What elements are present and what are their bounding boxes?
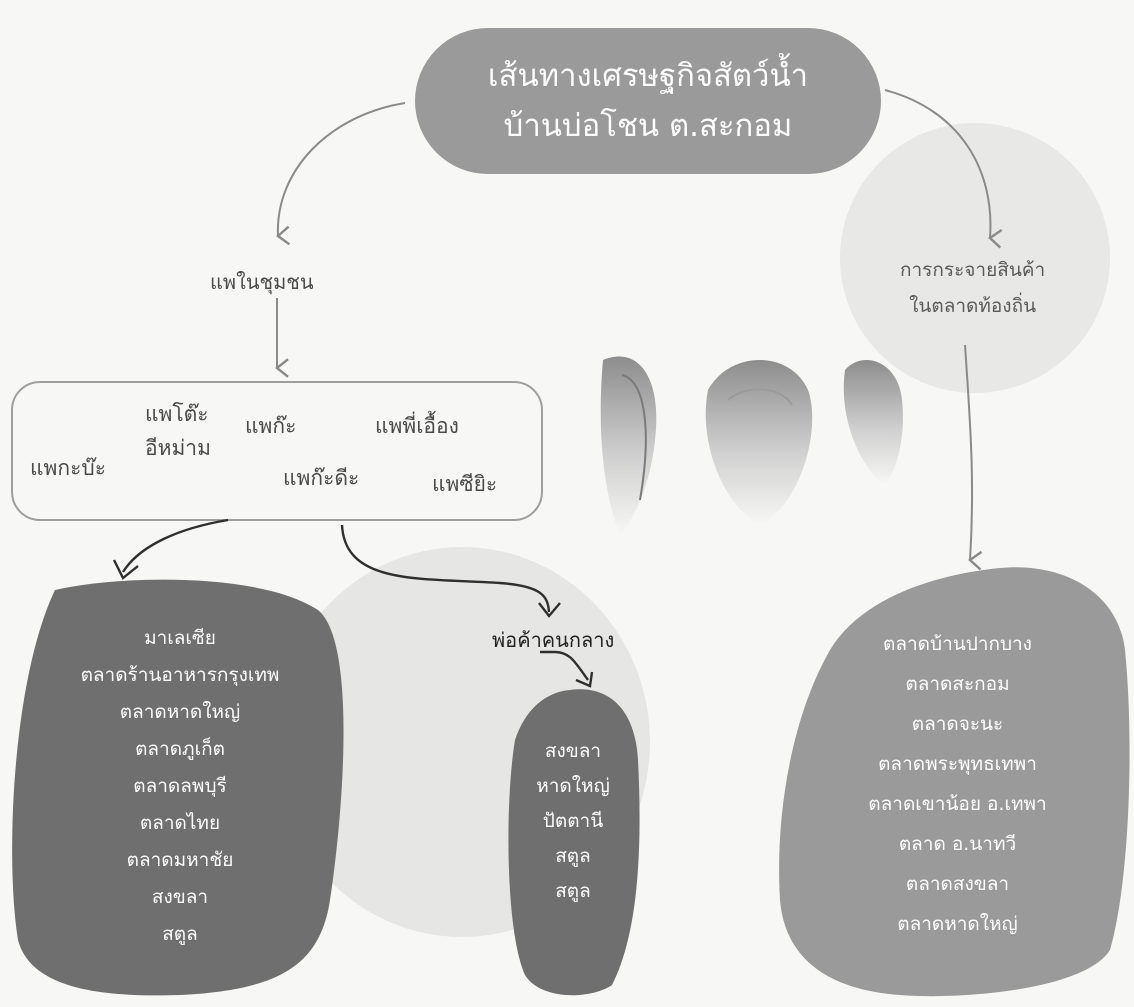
local-markets-list: ตลาดบ้านปากบาง ตลาดสะกอม ตลาดจะนะ ตลาดพร… xyxy=(800,624,1115,944)
bg-circle-right xyxy=(840,123,1110,393)
direct-markets-list: มาเลเซีย ตลาดร้านอาหารกรุงเทพ ตลาดหาดใหญ… xyxy=(30,620,330,953)
raft-group-box xyxy=(11,381,543,521)
title-pill xyxy=(415,28,881,174)
raft-name: แพโต๊ะ xyxy=(145,402,209,426)
list-item: ตลาดบ้านปากบาง xyxy=(883,633,1032,655)
arrow-rafts-to-direct xyxy=(121,518,229,573)
list-item: ตลาดเขาน้อย อ.เทพา xyxy=(868,793,1047,815)
middleman-label: พ่อค้าคนกลาง xyxy=(492,628,615,652)
direct-market-blob xyxy=(12,579,344,996)
list-item: ตลาด อ.นาทวี xyxy=(898,833,1017,855)
local-market-blob xyxy=(779,567,1130,997)
list-item: สงขลา xyxy=(151,886,209,908)
middleman-markets-list: สงขลา หาดใหญ่ ปัตตานี สตูล สตูล xyxy=(512,734,634,909)
list-item: ตลาดสงขลา xyxy=(905,873,1010,895)
local-distribution-label-line-2: ในตลาดท้องถิ่น xyxy=(909,295,1037,317)
local-distribution-label-line-1: การกระจายสินค้า xyxy=(900,259,1046,281)
title-line-1: เส้นทางเศรษฐกิจสัตว์น้ำ xyxy=(487,58,809,94)
list-item: ตลาดหาดใหญ่ xyxy=(897,913,1018,935)
list-item: ตลาดจะนะ xyxy=(911,713,1004,735)
raft-name: แพพี่เอื้อง xyxy=(375,414,459,438)
list-item: ตลาดสะกอม xyxy=(905,673,1010,695)
list-item: หาดใหญ่ xyxy=(536,775,610,797)
local-distribution-label: การกระจายสินค้า ในตลาดท้องถิ่น xyxy=(900,252,1045,324)
arrow-middleman-to-blob xyxy=(540,650,589,681)
middleman-market-blob xyxy=(508,689,640,996)
raft-name: แพก๊ะดีะ xyxy=(283,466,360,490)
list-item: ตลาดร้านอาหารกรุงเทพ xyxy=(80,664,280,686)
list-item: ตลาดภูเก็ต xyxy=(135,738,225,760)
list-item: สตูล xyxy=(555,845,591,867)
list-item: สตูล xyxy=(162,923,198,945)
raft-name: อีหม่าม xyxy=(145,436,211,460)
list-item: ตลาดลพบุรี xyxy=(133,775,227,797)
arrow-local-to-blob xyxy=(964,344,983,571)
title-line-2: บ้านบ่อโชน ต.สะกอม xyxy=(503,108,793,144)
list-item: ตลาดมหาชัย xyxy=(126,849,234,871)
raft-name: แพกะบ๊ะ xyxy=(30,456,106,480)
list-item: มาเลเซีย xyxy=(144,627,216,649)
list-item: ปัตตานี xyxy=(542,810,604,832)
arrow-head-middleman-blob xyxy=(575,671,594,688)
list-item: สตูล xyxy=(555,880,591,902)
shell-icon-3 xyxy=(843,360,903,485)
raft-name: แพก๊ะ xyxy=(245,414,297,438)
shell-icon-2 xyxy=(705,360,813,525)
community-rafts-label: แพในชุมชน xyxy=(210,270,314,294)
shell-icon-1 xyxy=(600,356,657,535)
arrow-title-to-rafts xyxy=(276,102,406,246)
diagram-title: เส้นทางเศรษฐกิจสัตว์น้ำ บ้านบ่อโชน ต.สะก… xyxy=(415,28,881,174)
list-item: สงขลา xyxy=(544,740,602,762)
arrow-title-to-local xyxy=(884,89,1003,249)
arrow-head-direct xyxy=(112,559,139,580)
list-item: ตลาดไทย xyxy=(139,812,221,834)
list-item: ตลาดพระพุทธเทพา xyxy=(878,753,1037,775)
arrow-head-middleman xyxy=(538,602,561,618)
arrow-rafts-to-middleman xyxy=(340,524,551,613)
raft-name: แพซียิะ xyxy=(432,472,498,496)
list-item: ตลาดหาดใหญ่ xyxy=(119,701,241,723)
